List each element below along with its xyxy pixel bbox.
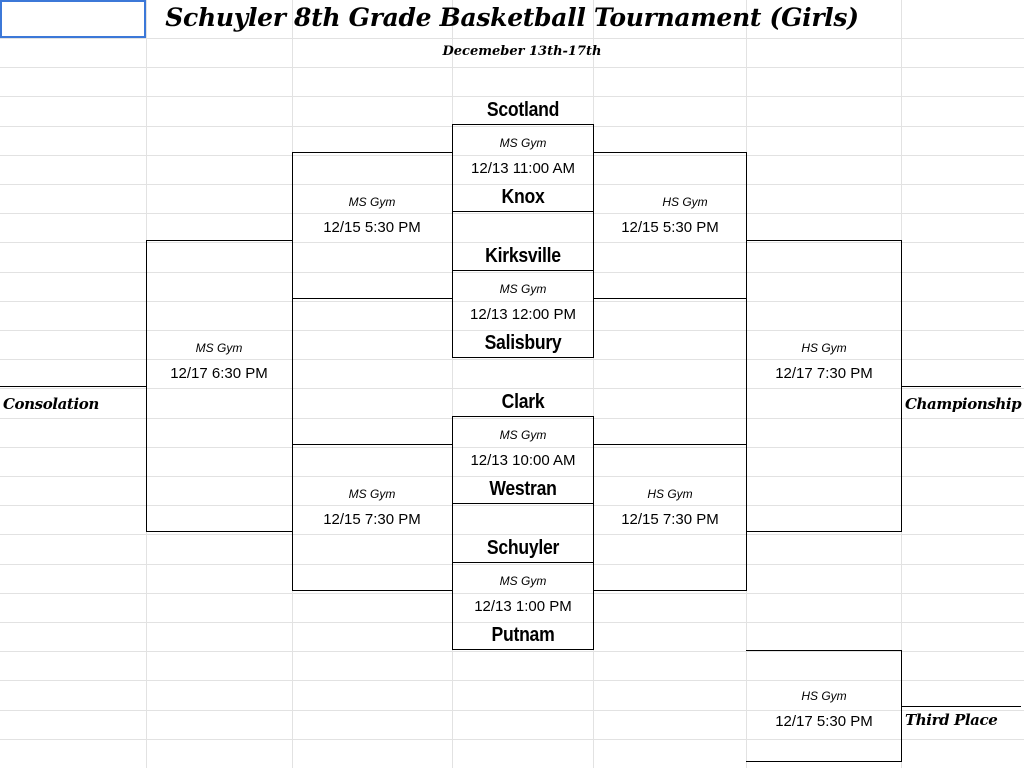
team-putnam: Putnam	[491, 624, 555, 646]
game-box-kirksville-salisbury	[452, 270, 594, 358]
game-venue: MS Gym	[499, 136, 547, 150]
third-place-label: Third Place	[905, 711, 998, 729]
game-time: 12/17 7:30 PM	[775, 365, 873, 382]
team-clark: Clark	[501, 391, 545, 413]
game-venue: HS Gym	[801, 689, 847, 703]
game-venue: MS Gym	[499, 574, 547, 588]
team-knox: Knox	[501, 186, 545, 208]
game-venue: HS Gym	[662, 195, 708, 209]
selected-cell[interactable]	[0, 0, 146, 38]
bracket-consolation	[146, 240, 293, 532]
bracket-right-top	[593, 152, 747, 299]
game-time: 12/15 5:30 PM	[323, 219, 421, 236]
game-time: 12/13 1:00 PM	[474, 598, 572, 615]
game-time: 12/15 7:30 PM	[323, 511, 421, 528]
game-venue: MS Gym	[195, 341, 243, 355]
sheet-subtitle: Decemeber 13th-17th	[442, 44, 602, 59]
game-time: 12/17 6:30 PM	[170, 365, 268, 382]
game-venue: HS Gym	[801, 341, 847, 355]
game-time: 12/13 11:00 AM	[471, 160, 575, 177]
game-time: 12/13 10:00 AM	[470, 452, 576, 469]
game-venue: HS Gym	[647, 487, 693, 501]
game-time: 12/17 5:30 PM	[775, 713, 873, 730]
game-box-schuyler-putnam	[452, 562, 594, 650]
team-salisbury: Salisbury	[484, 332, 562, 354]
consolation-line	[0, 386, 147, 387]
game-time: 12/15 7:30 PM	[621, 511, 719, 528]
game-time: 12/15 5:30 PM	[621, 219, 719, 236]
consolation-label: Consolation	[3, 395, 99, 413]
game-venue: MS Gym	[348, 195, 396, 209]
game-venue: MS Gym	[499, 282, 547, 296]
game-venue: MS Gym	[348, 487, 396, 501]
bracket-championship	[746, 240, 902, 532]
championship-line	[901, 386, 1021, 387]
third-place-line	[901, 706, 1021, 707]
bracket-third-place	[746, 650, 902, 762]
team-westran: Westran	[489, 478, 557, 500]
team-schuyler: Schuyler	[486, 537, 560, 559]
team-kirksville: Kirksville	[485, 245, 561, 267]
game-time: 12/13 12:00 PM	[470, 306, 576, 323]
bracket-left-top	[292, 152, 453, 299]
team-scotland: Scotland	[486, 99, 560, 121]
game-venue: MS Gym	[499, 428, 547, 442]
championship-label: Championship	[905, 395, 1022, 413]
sheet-title: Schuyler 8th Grade Basketball Tournament…	[165, 3, 859, 32]
